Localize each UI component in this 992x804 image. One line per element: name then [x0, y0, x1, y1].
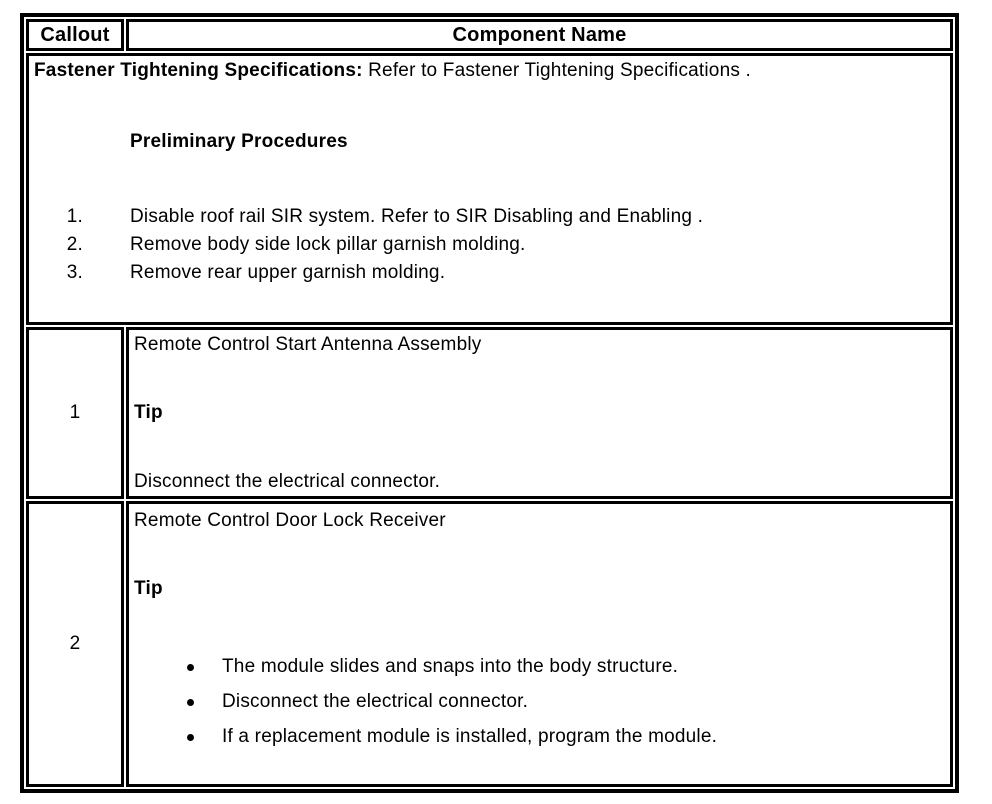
callout-column-header: Callout	[26, 19, 124, 51]
step-number: 2.	[66, 234, 83, 255]
list-item: If a replacement module is installed, pr…	[134, 726, 946, 748]
list-item: 1. Disable roof rail SIR system. Refer t…	[34, 203, 946, 231]
bullet-icon	[187, 733, 194, 741]
fastener-specs-cell: Fastener Tightening Specifications: Refe…	[26, 53, 953, 325]
list-item: The module slides and snaps into the bod…	[134, 656, 946, 678]
bullet-text: Disconnect the electrical connector.	[222, 691, 529, 712]
callout-number: 1	[26, 327, 124, 499]
step-text: Disable roof rail SIR system. Refer to S…	[130, 206, 704, 227]
callout-number: 2	[26, 501, 124, 787]
tip-heading: Tip	[134, 402, 163, 423]
list-item: 3. Remove rear upper garnish molding.	[34, 259, 946, 287]
intro-row: Fastener Tightening Specifications: Refe…	[26, 53, 953, 325]
bullet-text: If a replacement module is installed, pr…	[222, 726, 718, 747]
step-text: Remove body side lock pillar garnish mol…	[130, 234, 526, 255]
tip-text: Disconnect the electrical connector.	[134, 471, 441, 492]
bullet-icon	[187, 698, 194, 706]
fastener-specs-reference: Refer to Fastener Tightening Specificati…	[362, 60, 752, 81]
table-row: 2 Remote Control Door Lock Receiver Tip …	[26, 501, 953, 787]
component-title: Remote Control Door Lock Receiver	[134, 510, 446, 531]
preliminary-steps-list: 1. Disable roof rail SIR system. Refer t…	[34, 203, 946, 287]
step-number: 1.	[66, 206, 83, 227]
fastener-specs-label: Fastener Tightening Specifications:	[34, 60, 363, 81]
tip-bullet-list: The module slides and snaps into the bod…	[134, 656, 946, 748]
tip-heading: Tip	[134, 578, 163, 599]
fastener-specs-paragraph: Fastener Tightening Specifications: Refe…	[34, 60, 946, 82]
bullet-icon	[187, 663, 194, 671]
table-row: 1 Remote Control Start Antenna Assembly …	[26, 327, 953, 499]
component-cell: Remote Control Start Antenna Assembly Ti…	[126, 327, 953, 499]
step-text: Remove rear upper garnish molding.	[130, 262, 446, 283]
component-name-column-header: Component Name	[126, 19, 953, 51]
component-title: Remote Control Start Antenna Assembly	[134, 334, 482, 355]
table-header-row: Callout Component Name	[26, 19, 953, 51]
list-item: 2. Remove body side lock pillar garnish …	[34, 231, 946, 259]
bullet-text: The module slides and snaps into the bod…	[222, 656, 679, 677]
component-cell: Remote Control Door Lock Receiver Tip Th…	[126, 501, 953, 787]
step-number: 3.	[66, 262, 83, 283]
preliminary-procedures-heading: Preliminary Procedures	[130, 131, 348, 152]
list-item: Disconnect the electrical connector.	[134, 691, 946, 713]
component-spec-table: Callout Component Name Fastener Tighteni…	[20, 13, 959, 793]
